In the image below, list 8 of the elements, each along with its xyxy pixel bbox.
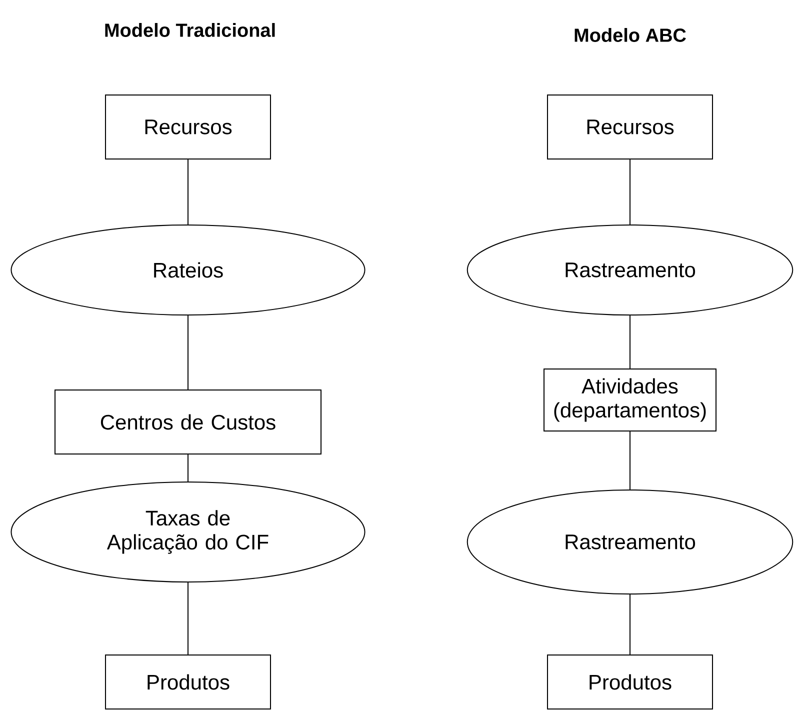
process-box: Atividades (departamentos) [544, 368, 716, 432]
column-heading: Modelo Tradicional [105, 23, 275, 37]
process-box: Produtos [547, 654, 713, 710]
column-heading: Modelo ABC [574, 28, 686, 42]
process-box: Recursos [105, 94, 271, 160]
process-box: Produtos [105, 654, 271, 710]
process-box: Recursos [547, 94, 713, 160]
process-box: Centros de Custos [54, 390, 322, 454]
